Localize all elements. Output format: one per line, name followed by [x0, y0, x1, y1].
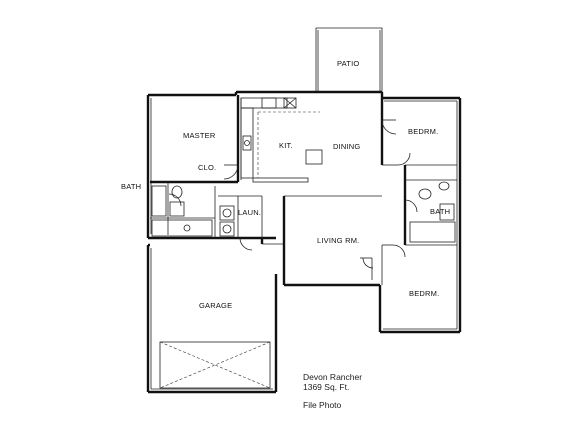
- room-label-garage: GARAGE: [199, 301, 232, 310]
- room-label-kitchen: KIT.: [279, 141, 293, 150]
- room-label-bath-right: BATH: [430, 207, 450, 216]
- interior-walls: [148, 95, 457, 285]
- bath-fixtures: [151, 181, 456, 243]
- garage-door: [159, 341, 271, 389]
- room-label-bedroom-top: BEDRM.: [408, 127, 438, 136]
- plan-note: File Photo: [303, 400, 342, 410]
- plan-name: Devon Rancher: [303, 372, 363, 382]
- room-label-bedroom-bottom: BEDRM.: [409, 289, 439, 298]
- laundry-fixtures: [219, 205, 235, 237]
- exterior-walls: [146, 90, 462, 394]
- room-label-dining: DINING: [333, 142, 360, 151]
- kitchen-fixtures: [240, 97, 323, 183]
- patio-outline: [315, 27, 383, 92]
- room-label-laundry: LAUN.: [238, 208, 261, 217]
- room-label-master: MASTER: [183, 131, 216, 140]
- room-label-patio: PATIO: [337, 59, 359, 68]
- door-swings: [168, 119, 418, 269]
- room-label-closet: CLO.: [198, 163, 216, 172]
- room-label-bath-left: BATH: [121, 182, 141, 191]
- plan-caption: Devon Rancher 1369 Sq. Ft. File Photo: [303, 372, 362, 410]
- plan-area: 1369 Sq. Ft.: [303, 382, 350, 392]
- room-label-living: LIVING RM.: [317, 236, 359, 245]
